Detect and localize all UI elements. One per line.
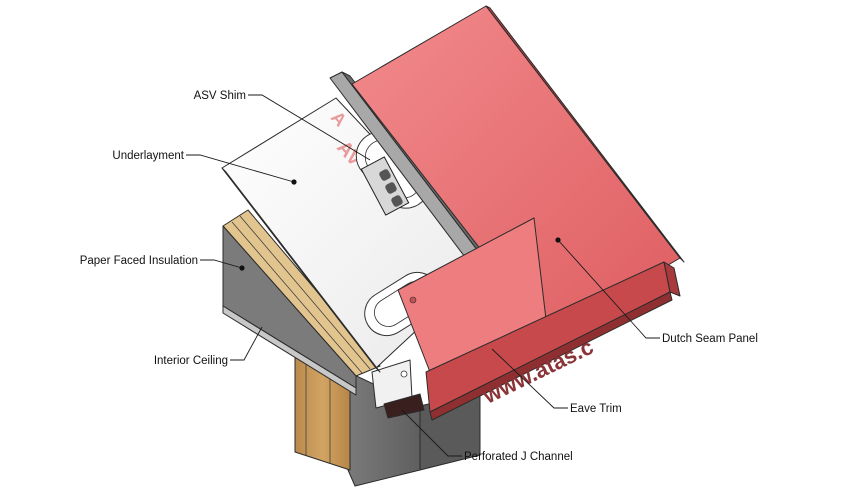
label-perforated-j-channel: Perforated J Channel: [464, 451, 573, 463]
j-channel: [371, 359, 425, 419]
leaders: [186, 94, 660, 457]
label-asv-shim: ASV Shim: [194, 90, 246, 102]
insulation-block: [222, 209, 381, 396]
label-underlayment: Underlayment: [112, 150, 184, 162]
label-paper-faced-insulation: Paper Faced Insulation: [80, 255, 198, 267]
label-dutch-seam-panel: Dutch Seam Panel: [662, 333, 758, 345]
label-interior-ceiling: Interior Ceiling: [154, 355, 228, 367]
callout-labels: ASV Shim Underlayment Paper Faced Insula…: [80, 90, 758, 463]
label-eave-trim: Eave Trim: [570, 403, 622, 415]
